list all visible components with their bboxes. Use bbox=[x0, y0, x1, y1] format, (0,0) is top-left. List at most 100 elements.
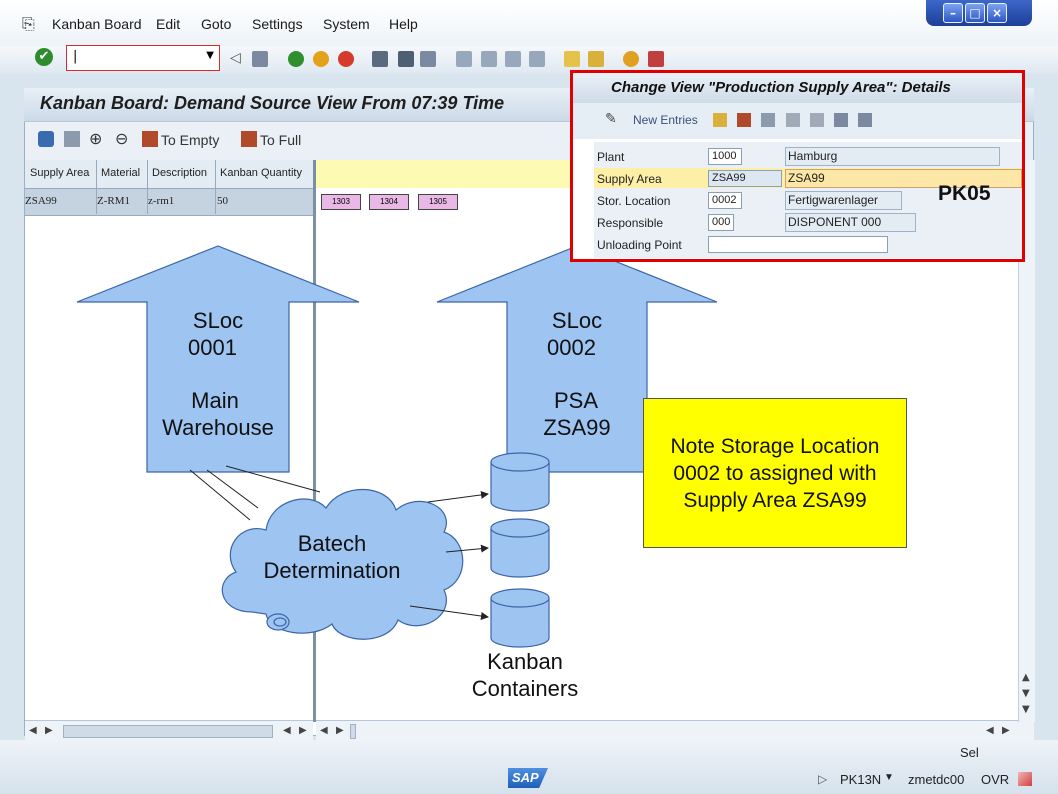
scroll-up-icon[interactable]: ▲ bbox=[1022, 672, 1030, 683]
next-page-icon[interactable] bbox=[505, 51, 521, 67]
menu-settings[interactable]: Settings bbox=[252, 16, 303, 32]
menu-edit[interactable]: Edit bbox=[156, 16, 181, 32]
kanban-container[interactable]: 1304 bbox=[369, 194, 409, 210]
responsible-description: DISPONENT 000 bbox=[785, 213, 916, 232]
menu-kanban-board[interactable]: Kanban Board bbox=[52, 16, 142, 32]
chevron-down-icon[interactable]: ▼ bbox=[206, 50, 214, 61]
maximize-button[interactable]: □ bbox=[965, 3, 985, 23]
arrow-left-line-5: Warehouse bbox=[162, 415, 274, 440]
column-divider bbox=[96, 160, 97, 214]
to-full-icon[interactable] bbox=[241, 131, 257, 147]
to-full-button[interactable]: To Full bbox=[260, 132, 302, 148]
layout-menu-icon[interactable] bbox=[648, 51, 664, 67]
supply-area-field[interactable]: ZSA99 bbox=[708, 170, 782, 187]
cloud-shape bbox=[221, 488, 464, 640]
arrow-right-line-4: PSA bbox=[554, 388, 598, 413]
chevron-down-icon[interactable]: ▼ bbox=[884, 772, 894, 783]
arrow-right-line-2: 0002 bbox=[547, 335, 596, 360]
table-row[interactable] bbox=[25, 189, 313, 216]
supply-area-description: ZSA99 bbox=[785, 169, 1022, 188]
zoom-out-icon[interactable]: ⊖ bbox=[115, 129, 129, 148]
to-empty-icon[interactable] bbox=[142, 131, 158, 147]
scroll-right-icon[interactable]: ▶ bbox=[299, 725, 307, 736]
popup-title: Change View "Production Supply Area": De… bbox=[611, 79, 951, 96]
scroll-left-icon[interactable]: ◀ bbox=[986, 725, 994, 736]
enter-check-icon[interactable]: ✔ bbox=[35, 48, 53, 66]
note-text: Note Storage Location 0002 to assigned w… bbox=[644, 433, 906, 514]
delete-icon[interactable] bbox=[737, 113, 751, 127]
select-icon[interactable] bbox=[834, 113, 848, 127]
play-icon[interactable]: ▷ bbox=[818, 772, 828, 786]
to-empty-button[interactable]: To Empty bbox=[161, 132, 220, 148]
unloading-point-field[interactable] bbox=[708, 236, 888, 253]
scroll-left-icon[interactable]: ◀ bbox=[29, 725, 37, 736]
plant-description: Hamburg bbox=[785, 147, 1000, 166]
splitter[interactable] bbox=[313, 160, 316, 722]
lock-icon bbox=[1018, 772, 1032, 786]
kanban-container[interactable]: 1303 bbox=[321, 194, 361, 210]
scrollbar-thumb[interactable] bbox=[63, 725, 273, 738]
scroll-right-icon[interactable]: ▶ bbox=[45, 725, 53, 736]
menu-help[interactable]: Help bbox=[389, 16, 418, 32]
kanban-container[interactable]: 1305 bbox=[418, 194, 458, 210]
copy-icon[interactable] bbox=[713, 113, 727, 127]
plant-label: Plant bbox=[597, 150, 625, 164]
cell-material: Z-RM1 bbox=[97, 195, 130, 207]
column-divider bbox=[215, 160, 216, 214]
cloud-line-1: Batech bbox=[298, 531, 367, 556]
column-header-description[interactable]: Description bbox=[152, 167, 208, 179]
horizontal-scrollbar-right[interactable]: ◀ ▶ ◀ ▶ bbox=[316, 720, 1034, 741]
command-field[interactable]: | ▼ bbox=[66, 45, 220, 71]
scroll-left-icon[interactable]: ◀ bbox=[283, 725, 291, 736]
scroll-down-icon[interactable]: ▼ bbox=[1022, 704, 1030, 715]
vertical-scrollbar[interactable]: ▲ ▼ ▼ bbox=[1018, 160, 1035, 722]
menu-icon[interactable]: ⎘ bbox=[22, 14, 35, 33]
insert-mode: OVR bbox=[981, 772, 1010, 787]
popup-title-bar: Change View "Production Supply Area": De… bbox=[573, 73, 1022, 103]
shortcut-icon[interactable] bbox=[588, 51, 604, 67]
cancel-icon[interactable] bbox=[338, 51, 354, 67]
scroll-left-icon[interactable]: ◀ bbox=[320, 725, 328, 736]
scrollbar-thumb[interactable] bbox=[350, 724, 356, 739]
pencil-icon[interactable]: ✎ bbox=[605, 111, 617, 127]
back-icon[interactable] bbox=[288, 51, 304, 67]
cell-description: z-rm1 bbox=[148, 195, 175, 207]
arrow-left-line-1: SLoc bbox=[193, 308, 243, 333]
create-session-icon[interactable] bbox=[564, 51, 580, 67]
exit-icon[interactable] bbox=[313, 51, 329, 67]
save-icon[interactable] bbox=[252, 51, 268, 67]
scroll-right-icon[interactable]: ▶ bbox=[1002, 725, 1010, 736]
scroll-down-icon[interactable]: ▼ bbox=[1022, 688, 1030, 699]
horizontal-scrollbar-left[interactable]: ◀ ▶ ◀ ▶ bbox=[25, 720, 313, 741]
storage-location-label: Stor. Location bbox=[597, 194, 671, 208]
storage-location-description: Fertigwarenlager bbox=[785, 191, 902, 210]
undo-icon[interactable] bbox=[761, 113, 775, 127]
new-entries-button[interactable]: New Entries bbox=[633, 113, 698, 127]
first-page-icon[interactable] bbox=[456, 51, 472, 67]
print-icon[interactable] bbox=[372, 51, 388, 67]
minimize-button[interactable]: – bbox=[943, 3, 963, 23]
responsible-field[interactable]: 000 bbox=[708, 214, 734, 231]
find-icon[interactable] bbox=[398, 51, 414, 67]
plant-field[interactable]: 1000 bbox=[708, 148, 742, 165]
storage-location-field[interactable]: 0002 bbox=[708, 192, 742, 209]
column-header-kanban-quantity[interactable]: Kanban Quantity bbox=[220, 167, 302, 179]
scroll-right-icon[interactable]: ▶ bbox=[336, 725, 344, 736]
previous-entry-icon[interactable] bbox=[786, 113, 800, 127]
last-page-icon[interactable] bbox=[529, 51, 545, 67]
menu-goto[interactable]: Goto bbox=[201, 16, 232, 32]
find-next-icon[interactable] bbox=[420, 51, 436, 67]
arrow-left-line-4: Main bbox=[191, 388, 239, 413]
next-entry-icon[interactable] bbox=[810, 113, 824, 127]
column-header-material[interactable]: Material bbox=[101, 167, 141, 179]
refresh-icon[interactable] bbox=[38, 131, 54, 147]
menu-system[interactable]: System bbox=[323, 16, 370, 32]
document-icon[interactable] bbox=[858, 113, 872, 127]
previous-page-icon[interactable] bbox=[481, 51, 497, 67]
help-icon[interactable] bbox=[623, 51, 639, 67]
back-arrow-icon[interactable]: ◁ bbox=[230, 50, 241, 66]
column-header-supply-area[interactable]: Supply Area bbox=[30, 167, 90, 179]
zoom-in-icon[interactable]: ⊕ bbox=[89, 129, 103, 148]
legend-icon[interactable] bbox=[64, 131, 80, 147]
close-button[interactable]: × bbox=[987, 3, 1007, 23]
